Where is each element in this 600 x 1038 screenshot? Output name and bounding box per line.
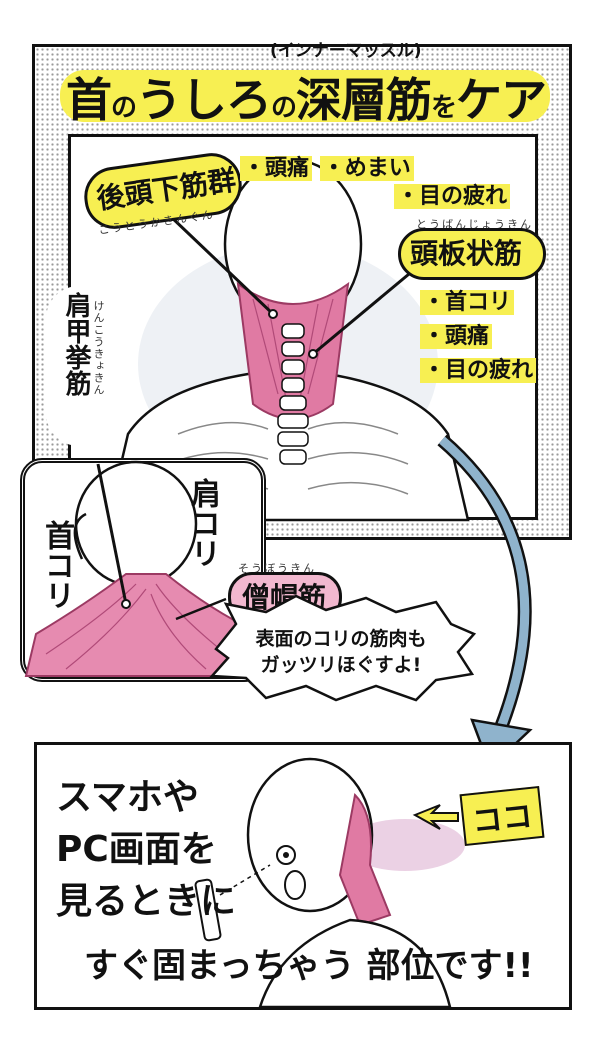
title-subtitle: (インナーマッスル) xyxy=(270,41,422,61)
symptom-headache-1: ・頭痛 xyxy=(240,156,313,181)
bottom-line1: スマホや xyxy=(56,777,199,818)
title-part-care: ケア xyxy=(456,73,547,127)
phone-user-illustration xyxy=(194,757,465,1009)
title-part-wo: を xyxy=(431,93,457,123)
suboccipital-symptoms-row1: ・頭痛 ・めまい xyxy=(240,150,414,182)
trapezius-reading: そうぼうきん xyxy=(238,562,316,575)
symptom-eye-strain-1: ・目の疲れ xyxy=(394,184,511,209)
title-part-no2: の xyxy=(271,93,297,123)
symptom-dizziness: ・めまい xyxy=(319,156,414,181)
title-part-back: うしろ xyxy=(136,73,272,127)
title-part-neck: 首 xyxy=(66,73,112,127)
splenius-label-bg xyxy=(398,228,546,280)
title-part-deep-muscle: 深層筋 xyxy=(296,73,432,127)
bottom-line2: PC画面を xyxy=(56,829,217,870)
koko-label: ココ xyxy=(459,785,545,847)
curved-arrow xyxy=(437,434,533,771)
splenius-symptoms: ・首コリ ・頭痛 ・目の疲れ xyxy=(420,286,537,388)
speech-burst xyxy=(209,594,477,702)
levator-label-bubble xyxy=(46,286,112,446)
inset-neck-label: 首コリ xyxy=(39,520,74,610)
page-title: 首のうしろの深層筋をケア xyxy=(66,64,547,130)
bottom-line3: 見るときに xyxy=(56,881,237,922)
burst-line2: ガッツリほぐすよ! xyxy=(260,654,422,676)
burst-text: 表面のコリの筋肉も ガッツリほぐすよ! xyxy=(226,626,456,678)
splenius-name: 頭板状筋 xyxy=(410,237,523,270)
levator-name: 肩甲挙筋 xyxy=(61,292,91,396)
suboccipital-symptoms-row2: ・目の疲れ xyxy=(394,178,511,210)
symptom-neck-stiffness: ・首コリ xyxy=(420,290,515,315)
title-part-no1: の xyxy=(111,93,137,123)
burst-line1: 表面のコリの筋肉も xyxy=(255,628,427,650)
levator-reading: けんこうきょきん xyxy=(92,300,105,396)
bottom-text: スマホや PC画面を 見るときに xyxy=(56,772,236,928)
title-highlight xyxy=(60,70,550,122)
symptom-eye-strain-2: ・目の疲れ xyxy=(420,358,537,383)
splenius-reading: とうばんじょうきん xyxy=(416,218,533,231)
inset-shoulder-label: 肩コリ xyxy=(185,478,220,568)
symptom-headache-2: ・頭痛 xyxy=(420,324,493,349)
bottom-line4: すぐ固まっちゃう 部位です!! xyxy=(84,946,534,986)
